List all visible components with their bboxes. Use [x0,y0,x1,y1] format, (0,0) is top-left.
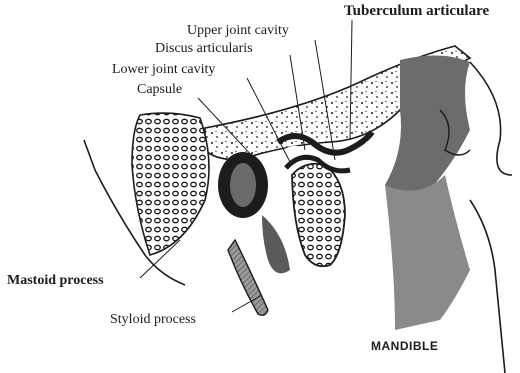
auditory-canal-inner [230,163,256,207]
label-upper-joint-cavity: Upper joint cavity [187,24,289,38]
styloid-bone [228,240,268,315]
label-capsule: Capsule [137,83,182,97]
label-mandible: MANDIBLE [371,340,438,352]
label-mastoid-process: Mastoid process [7,274,104,288]
mandible-outline [470,62,512,373]
label-styloid-process: Styloid process [110,313,196,327]
label-lower-joint-cavity: Lower joint cavity [112,63,215,77]
coronoid-shade [385,175,470,330]
label-discus-articularis: Discus articularis [155,42,253,56]
styloid-shadow [262,215,290,273]
label-tuberculum-articulare: Tuberculum articulare [344,4,489,19]
mastoid-bone [132,113,209,255]
condyle [292,164,345,267]
